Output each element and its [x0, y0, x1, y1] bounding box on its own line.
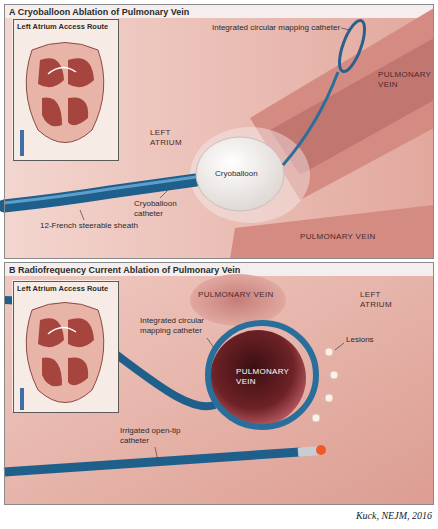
drawing-part — [335, 343, 344, 350]
caption: Kuck, NEJM, 2016 — [356, 510, 432, 521]
panel-heading: B Radiofrequency Current Ablation of Pul… — [5, 263, 433, 278]
drawing-part — [68, 97, 88, 125]
drawing-part — [20, 43, 104, 157]
drawing-part — [42, 98, 62, 127]
drawing-part — [42, 358, 62, 387]
part-label: Cryoballoon — [215, 169, 275, 179]
part-label: PULMONARY VEIN — [198, 290, 288, 300]
drawing-part — [12, 280, 118, 412]
drawing-part — [4, 4, 434, 259]
drawing-part — [341, 28, 350, 30]
drawing-part — [12, 18, 118, 160]
part-label: Irrigated open-tip catheter — [120, 426, 190, 445]
drawing-part — [190, 274, 286, 326]
panel-heading: Left Atrium Access Route — [14, 282, 118, 295]
drawing-part — [312, 414, 320, 422]
drawing-part — [190, 127, 310, 223]
drawing-part — [160, 188, 170, 198]
drawing-part — [20, 130, 24, 156]
part-label: 12-French steerable sheath — [40, 221, 150, 231]
drawing-part — [325, 394, 333, 402]
part-label: Integrated circular mapping catheter — [140, 316, 210, 335]
drawing-part — [155, 447, 158, 461]
part-label: Integrated circular mapping catheter — [212, 23, 342, 33]
part-label: LEFT ATRIUM — [360, 290, 400, 309]
drawing-part — [68, 58, 94, 87]
drawing-part — [4, 452, 300, 472]
drawing-part — [330, 371, 338, 379]
part-label: PULMONARY VEIN — [236, 367, 282, 386]
access-route-insets — [12, 18, 118, 412]
panel-heading: A Cryoballoon Ablation of Pulmonary Vein — [5, 5, 433, 20]
drawing-part — [325, 348, 333, 356]
drawing-part — [68, 357, 88, 385]
drawing-part — [298, 446, 319, 456]
part-label: LEFT ATRIUM — [150, 128, 190, 147]
part-label: PULMONARY VEIN — [300, 232, 390, 242]
drawing-part — [4, 262, 434, 505]
inset-box: Left Atrium Access Route — [13, 19, 119, 161]
drawing-part — [316, 445, 326, 455]
drawing-part — [68, 318, 94, 347]
drawing-part — [20, 303, 104, 411]
part-label: Lesions — [346, 335, 396, 345]
drawing-part — [208, 323, 316, 427]
drawing-part — [283, 72, 338, 165]
drawing-part — [38, 58, 64, 87]
panel: A Cryoballoon Ablation of Pulmonary Vein… — [4, 4, 434, 259]
panel-heading: Left Atrium Access Route — [14, 20, 118, 33]
drawing-part — [26, 303, 104, 403]
drawing-part — [26, 43, 104, 143]
drawing-part — [38, 318, 64, 347]
part-label: PULMONARY VEIN — [378, 70, 428, 89]
drawing-part — [196, 137, 284, 211]
drawing-part — [80, 210, 84, 220]
inset-box: Left Atrium Access Route — [13, 281, 119, 413]
drawing-part — [207, 338, 214, 348]
drawing-part — [312, 348, 338, 422]
panel-a-art — [4, 4, 434, 259]
drawing-part — [48, 327, 76, 334]
drawing-part — [48, 67, 76, 74]
drawing-part — [20, 388, 24, 410]
part-label: Cryoballoon catheter — [134, 199, 190, 218]
panel-b-art — [4, 262, 434, 505]
